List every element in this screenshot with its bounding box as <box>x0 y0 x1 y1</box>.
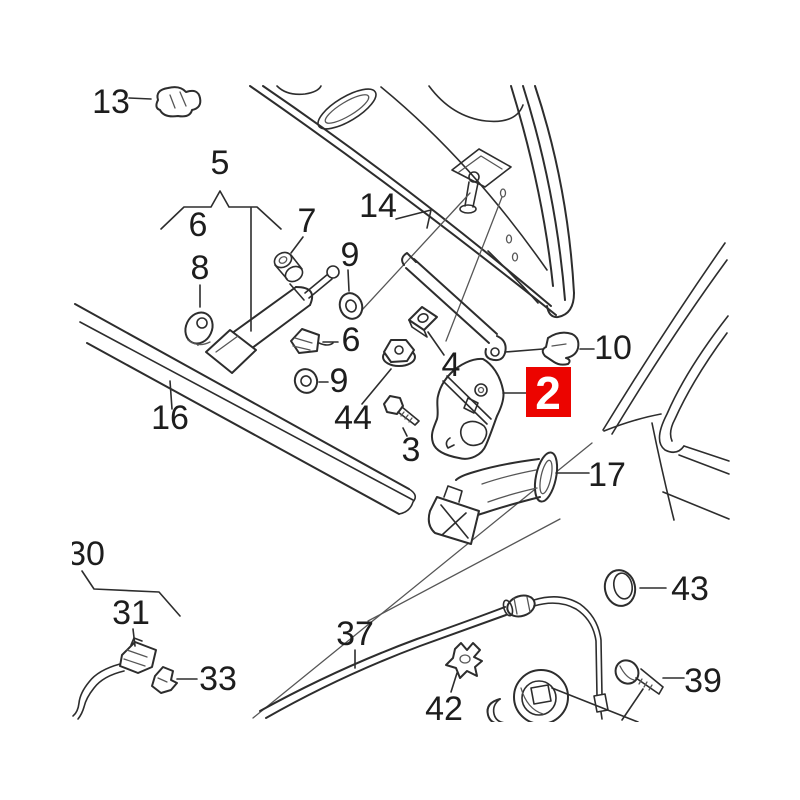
strut-end-fitting <box>206 330 256 373</box>
highlighted-part-number: 2 <box>535 367 561 419</box>
part-label-43: 43 <box>671 570 709 608</box>
group-bracket-5 <box>161 191 281 331</box>
cable-ferrule <box>502 592 538 620</box>
hood-striker <box>452 149 511 213</box>
part-label-39: 39 <box>684 662 722 700</box>
hood-sensor-connector-31 <box>73 638 156 719</box>
leader-39 <box>622 678 684 720</box>
part-label-44: 44 <box>334 399 372 437</box>
part-label-6-lower: 6 <box>342 321 361 359</box>
group-bracket-30 <box>82 571 180 616</box>
part-label-6-upper: 6 <box>189 206 208 244</box>
hood-latch-assembly <box>383 253 578 459</box>
part-label-5: 5 <box>211 144 230 182</box>
screw-39 <box>611 656 663 694</box>
part-label-10: 10 <box>594 329 632 367</box>
gas-strut-assembly <box>180 249 365 396</box>
leader-10 <box>505 349 594 352</box>
part-label-30: 30 <box>67 535 105 573</box>
cable-conduit <box>266 615 506 718</box>
part-label-13: 13 <box>92 83 130 121</box>
leader-14 <box>396 210 431 228</box>
leader-4 <box>428 332 444 355</box>
part-label-8: 8 <box>191 249 210 287</box>
part-label-3: 3 <box>402 431 421 469</box>
leader-16 <box>170 381 172 409</box>
part-label-31: 31 <box>112 594 150 632</box>
part-label-14: 14 <box>359 187 397 225</box>
lock-cylinder <box>488 670 569 724</box>
leader-31 <box>133 629 135 646</box>
flange-nut-44 <box>383 340 415 366</box>
hood-panel <box>250 82 574 341</box>
hood-vent-slot <box>277 82 381 137</box>
part-label-17: 17 <box>588 456 626 494</box>
highlight-box <box>526 367 571 417</box>
part-label-33: 33 <box>199 660 237 698</box>
part-label-42: 42 <box>425 690 463 728</box>
contact-switch-6 <box>291 329 333 353</box>
part-label-9-lower: 9 <box>330 362 349 400</box>
grommet-43 <box>602 567 639 608</box>
strut-ball-stud <box>327 266 339 278</box>
part-label-9-upper: 9 <box>341 236 360 274</box>
bushing-7 <box>272 249 306 284</box>
leader-lines <box>82 98 684 722</box>
seal-strip <box>75 304 415 514</box>
highlighted-part-badge: 2 <box>526 367 571 419</box>
clip-33 <box>152 667 177 693</box>
leader-7 <box>291 237 303 253</box>
washer-9-upper <box>336 290 366 322</box>
cap-nut-4 <box>409 307 437 337</box>
clip-13 <box>156 87 200 116</box>
release-rod <box>406 259 497 343</box>
leader-42 <box>451 673 457 692</box>
latch-support-bracket <box>429 450 561 544</box>
leader-lock <box>552 688 638 722</box>
clip-10 <box>543 333 579 365</box>
part-label-4: 4 <box>442 346 461 384</box>
washer-9-lower <box>292 366 321 396</box>
leader-9a <box>348 270 349 291</box>
leader-3 <box>403 428 407 436</box>
leader-44 <box>362 369 391 404</box>
cable-clip-42 <box>446 643 482 678</box>
bolt-3 <box>384 396 419 425</box>
mount-nut-8 <box>180 308 217 348</box>
leader-13 <box>129 98 151 99</box>
part-label-37: 37 <box>336 615 374 653</box>
part-label-16: 16 <box>151 399 189 437</box>
part-label-7: 7 <box>298 202 317 240</box>
latch-body <box>432 359 504 459</box>
part-labels: 13 5 6 7 8 9 14 16 6 9 44 4 3 10 17 30 3… <box>67 83 722 728</box>
